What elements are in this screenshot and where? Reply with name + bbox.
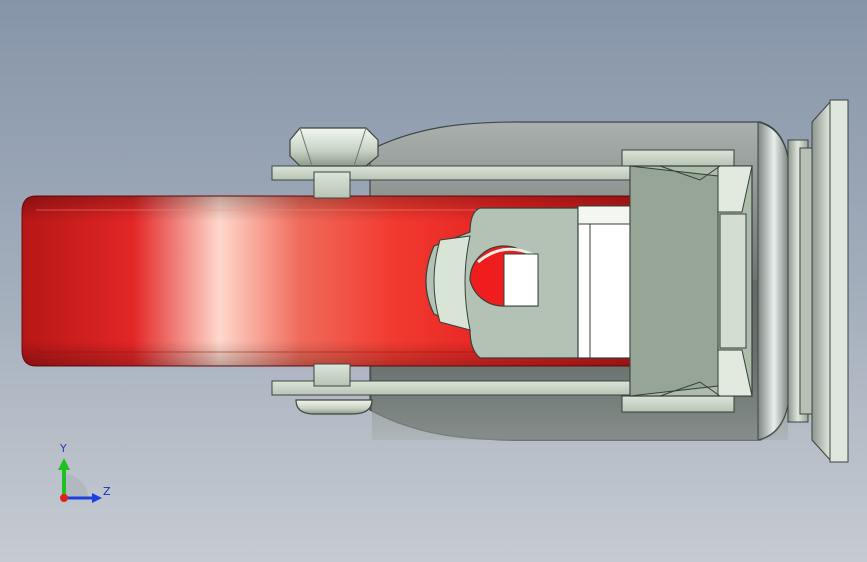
x-axis-point: [60, 494, 68, 502]
mounting-flange: [787, 99, 849, 463]
z-axis-arrow: [92, 493, 102, 503]
z-axis-label: Z: [103, 485, 111, 498]
y-axis-arrow: [58, 458, 70, 470]
orientation-triad: Y Z: [44, 436, 120, 512]
y-axis-label: Y: [60, 442, 67, 455]
triad-axes-icon: [58, 458, 102, 503]
swivel-bearing: [621, 149, 753, 413]
axle-bolt: [289, 127, 379, 415]
